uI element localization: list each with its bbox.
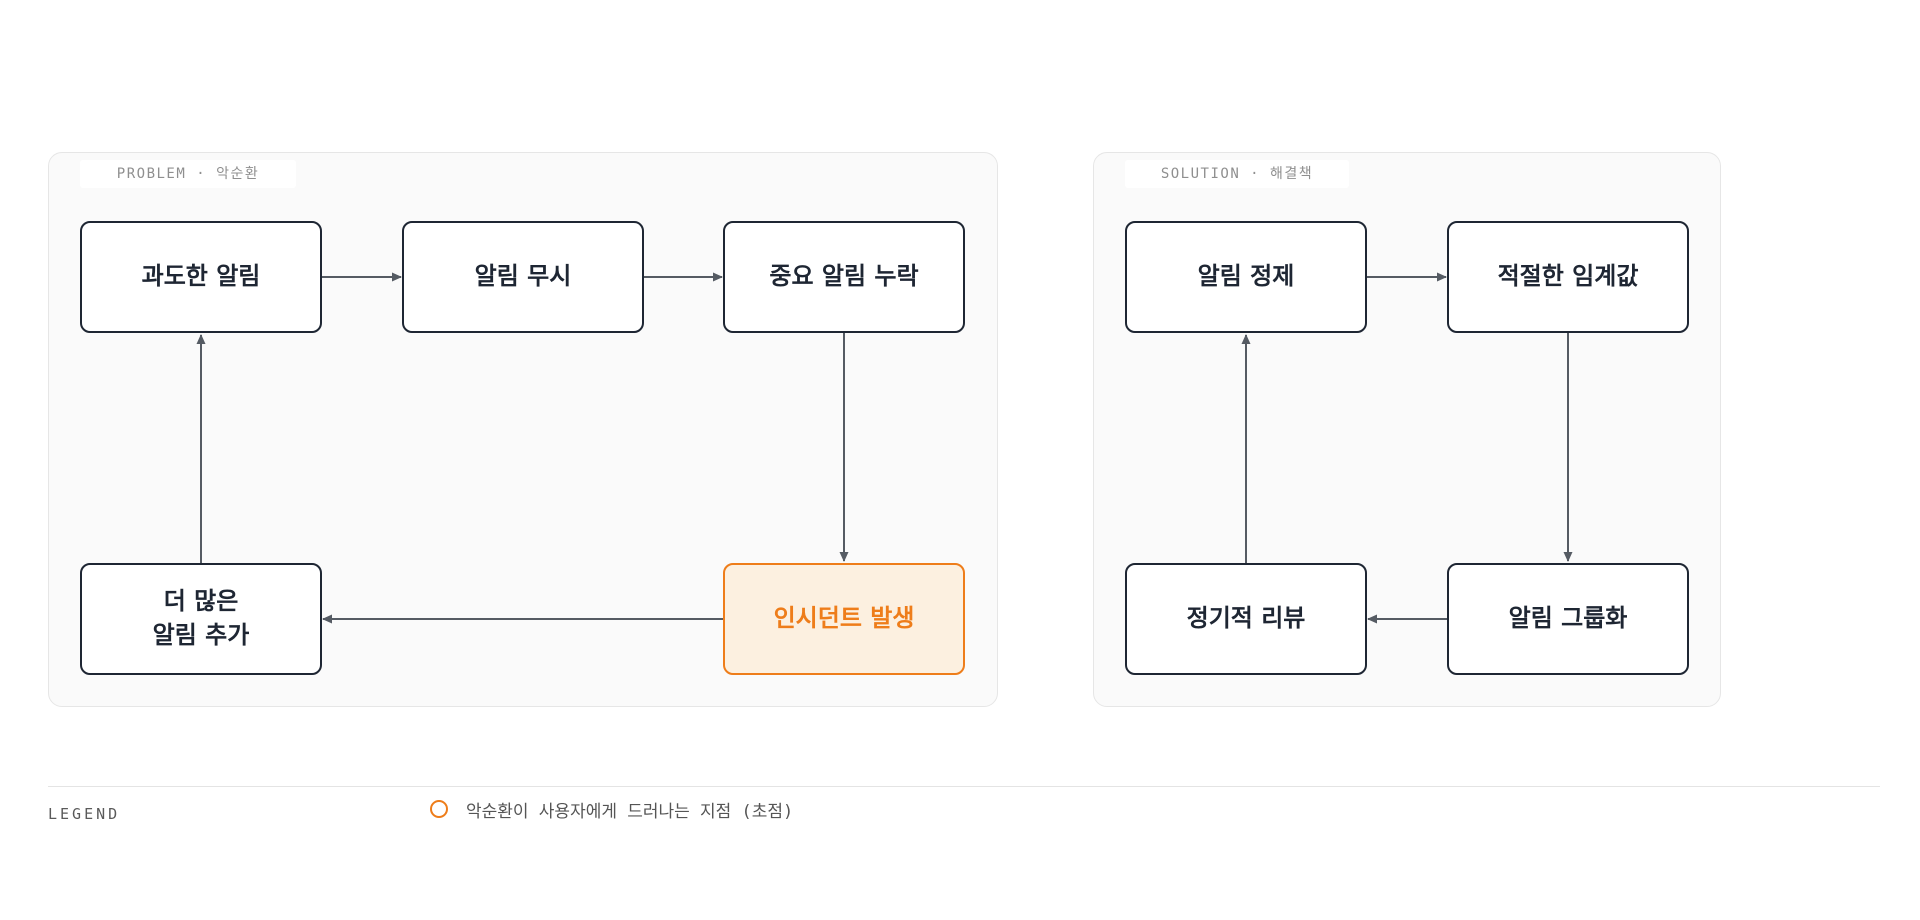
node-excessive-alerts-label: 과도한 알림 bbox=[141, 262, 261, 291]
node-ignore-alerts: 알림 무시 bbox=[402, 221, 644, 333]
solution-panel-label: SOLUTION · 해결책 bbox=[1125, 160, 1349, 188]
node-incident-label: 인시던트 발생 bbox=[773, 604, 915, 633]
node-excessive-alerts: 과도한 알림 bbox=[80, 221, 322, 333]
node-incident: 인시던트 발생 bbox=[723, 563, 965, 675]
node-review-label: 정기적 리뷰 bbox=[1186, 604, 1306, 633]
node-ignore-alerts-label: 알림 무시 bbox=[474, 262, 572, 291]
node-grouping-label: 알림 그룹화 bbox=[1508, 604, 1628, 633]
legend-divider bbox=[48, 786, 1880, 787]
node-threshold-label: 적절한 임계값 bbox=[1497, 262, 1639, 291]
node-more-alerts: 더 많은 알림 추가 bbox=[80, 563, 322, 675]
focus-circle-icon bbox=[430, 800, 448, 818]
node-refine-alerts: 알림 정제 bbox=[1125, 221, 1367, 333]
legend-title: LEGEND bbox=[48, 805, 121, 823]
problem-panel-label: PROBLEM · 악순환 bbox=[80, 160, 296, 188]
node-threshold: 적절한 임계값 bbox=[1447, 221, 1689, 333]
legend-focus-description: 악순환이 사용자에게 드러나는 지점 (초점) bbox=[466, 802, 794, 822]
node-more-alerts-label: 더 많은 알림 추가 bbox=[152, 587, 250, 649]
node-review: 정기적 리뷰 bbox=[1125, 563, 1367, 675]
node-grouping: 알림 그룹화 bbox=[1447, 563, 1689, 675]
node-refine-alerts-label: 알림 정제 bbox=[1197, 262, 1295, 291]
node-miss-critical: 중요 알림 누락 bbox=[723, 221, 965, 333]
node-miss-critical-label: 중요 알림 누락 bbox=[769, 262, 919, 291]
